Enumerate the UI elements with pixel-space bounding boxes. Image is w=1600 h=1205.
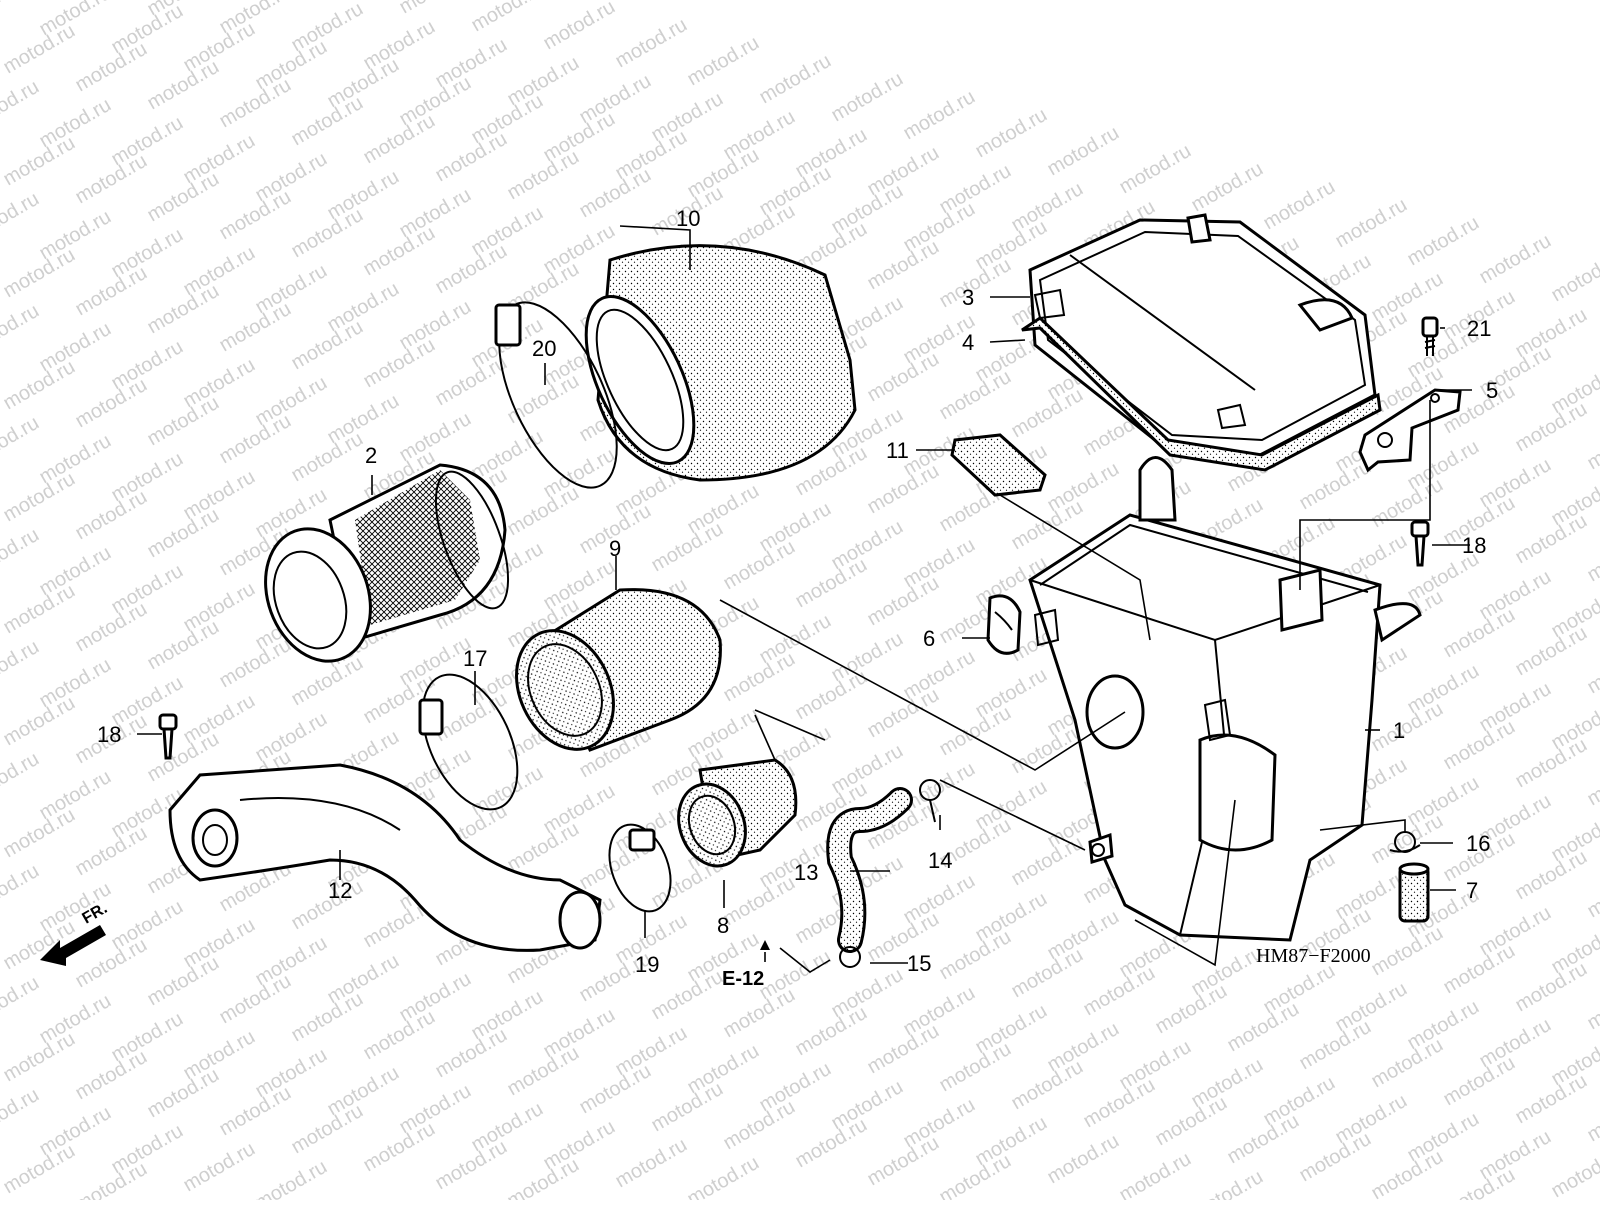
callout-18-left: 18 <box>97 722 121 747</box>
watermark-text: motod.ru <box>1584 640 1600 699</box>
watermark-text: motod.ru <box>0 1084 43 1143</box>
callout-16: 16 <box>1466 831 1490 856</box>
callout-21: 21 <box>1467 316 1491 341</box>
callout-5: 5 <box>1486 378 1498 403</box>
air-cleaner-cover <box>1030 215 1375 455</box>
watermark-text: motod.ru <box>468 0 547 36</box>
drain-plug <box>1400 864 1428 921</box>
filter-element <box>248 463 523 676</box>
callout-18-right: 18 <box>1462 533 1486 558</box>
watermark-text: motod.ru <box>0 300 43 359</box>
watermark-text: motod.ru <box>612 14 691 73</box>
callout-20: 20 <box>532 336 556 361</box>
watermark-text: motod.ru <box>0 188 43 247</box>
watermark-text: motod.ru <box>1584 1088 1600 1147</box>
callout-8: 8 <box>717 913 729 938</box>
watermark-text: motod.ru <box>1332 194 1411 253</box>
watermark-text: motod.ru <box>180 1138 259 1197</box>
watermark-text: motod.ru <box>972 104 1051 163</box>
callout-10: 10 <box>676 206 700 231</box>
watermark-text: motod.ru <box>0 972 43 1031</box>
callout-7: 7 <box>1466 878 1478 903</box>
watermark-text: motod.ru <box>1584 528 1600 587</box>
callout-12: 12 <box>328 878 352 903</box>
watermark-text: motod.ru <box>0 860 43 919</box>
cross-reference-label: E-12 <box>722 968 764 990</box>
watermark-text: motod.ru <box>1548 1144 1600 1200</box>
callout-11: 11 <box>886 438 909 463</box>
watermark-text: motod.ru <box>756 50 835 109</box>
watermark-text: motod.ru <box>1584 416 1600 475</box>
hose-clip-6 <box>988 596 1020 653</box>
watermark-text: motod.ru <box>828 68 907 127</box>
watermark-text: motod.ru <box>1116 1148 1195 1200</box>
watermark-text: motod.ru <box>1404 212 1483 271</box>
watermark-text: motod.ru <box>1476 230 1555 289</box>
callout-1: 1 <box>1393 718 1405 743</box>
callout-15: 15 <box>907 951 931 976</box>
watermark-text: motod.ru <box>252 1156 331 1200</box>
watermark-text: motod.ru <box>1116 140 1195 199</box>
watermark-text: motod.ru <box>1548 248 1600 307</box>
rivet-18-right <box>1412 522 1428 565</box>
watermark-text: motod.ru <box>1584 864 1600 923</box>
callout-17: 17 <box>463 646 487 671</box>
callout-4: 4 <box>962 330 974 355</box>
callout-13: 13 <box>794 860 818 885</box>
watermark-text: motod.ru <box>0 636 43 695</box>
watermark-text: motod.ru <box>684 32 763 91</box>
watermark-text: motod.ru <box>612 1134 691 1193</box>
watermark-text: motod.ru <box>396 0 475 18</box>
diagram-code: HM87−F2000 <box>1256 945 1371 967</box>
watermark-text: motod.ru <box>1260 176 1339 235</box>
watermark-text: motod.ru <box>1044 1130 1123 1189</box>
watermark-text: motod.ru <box>0 524 43 583</box>
callout-3: 3 <box>962 285 974 310</box>
watermark-text: motod.ru <box>1584 976 1600 1035</box>
callout-6: 6 <box>923 626 935 651</box>
watermark-text: motod.ru <box>0 748 43 807</box>
callout-2: 2 <box>365 443 377 468</box>
watermark-text: motod.ru <box>0 412 43 471</box>
watermark-text: motod.ru <box>1188 158 1267 217</box>
watermark-text: motod.ru <box>0 76 43 135</box>
watermark-text: motod.ru <box>540 0 619 54</box>
callout-19: 19 <box>635 952 659 977</box>
watermark-text: motod.ru <box>1188 1166 1267 1200</box>
watermark-text: motod.ru <box>1584 752 1600 811</box>
watermark-text: motod.ru <box>1044 122 1123 181</box>
callout-14: 14 <box>928 848 952 873</box>
watermark-text: motod.ru <box>684 1152 763 1200</box>
watermark-text: motod.ru <box>0 0 43 22</box>
callout-9: 9 <box>609 536 621 561</box>
watermark-text: motod.ru <box>900 86 979 145</box>
